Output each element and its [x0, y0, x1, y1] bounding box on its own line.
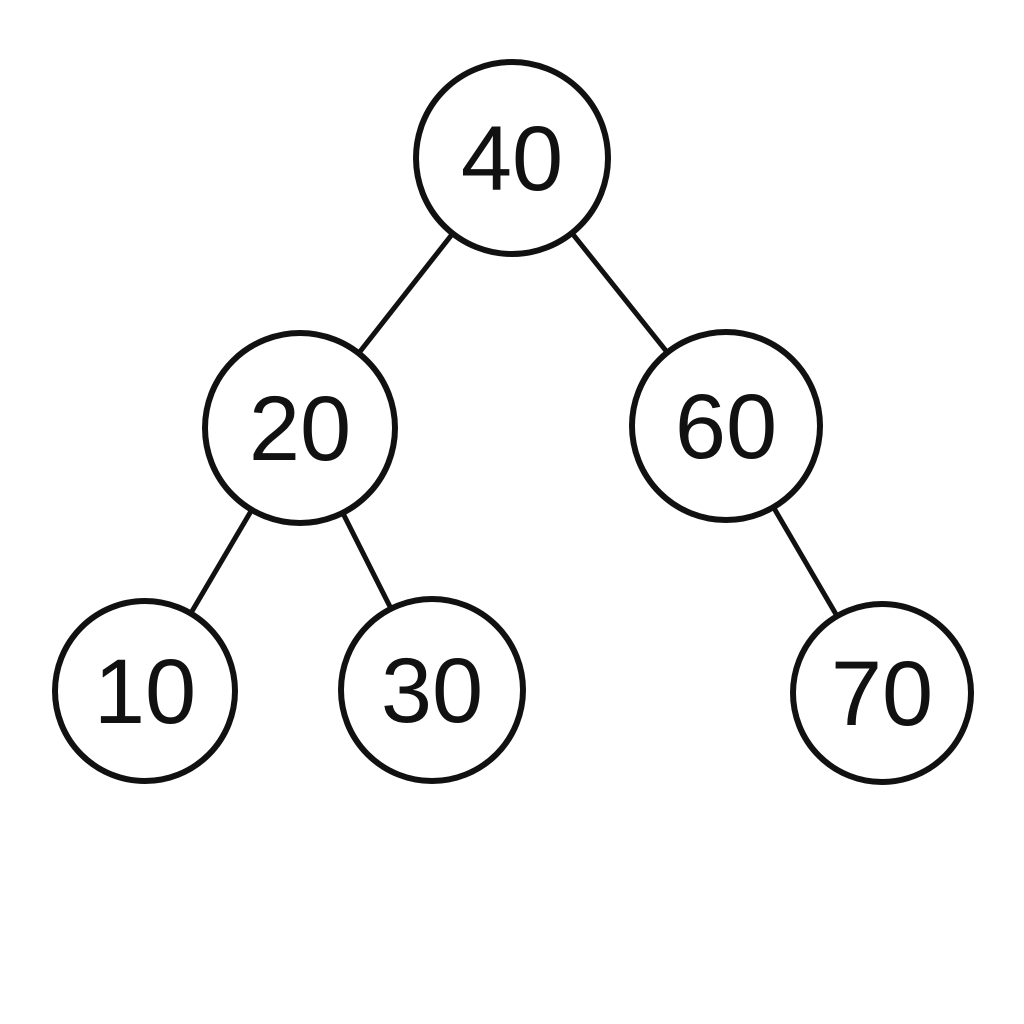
tree-node-30-circle [338, 596, 526, 784]
tree-node-60-label: 60 [675, 376, 777, 478]
tree-node-40: 40 [413, 59, 611, 257]
tree-node-10: 10 [52, 598, 238, 784]
tree-node-20: 20 [202, 330, 398, 526]
tree-node-60: 60 [629, 329, 823, 523]
tree-node-40-circle [413, 59, 611, 257]
tree-node-70-circle [790, 601, 974, 785]
tree-node-10-label: 10 [94, 641, 196, 743]
tree-node-70-label: 70 [831, 643, 933, 745]
tree-node-70: 70 [790, 601, 974, 785]
tree-node-30: 30 [338, 596, 526, 784]
tree-node-30-label: 30 [381, 640, 483, 742]
tree-node-20-circle [202, 330, 398, 526]
tree-node-20-label: 20 [249, 378, 351, 480]
tree-node-60-circle [629, 329, 823, 523]
tree-node-10-circle [52, 598, 238, 784]
tree-node-40-label: 40 [461, 108, 563, 210]
